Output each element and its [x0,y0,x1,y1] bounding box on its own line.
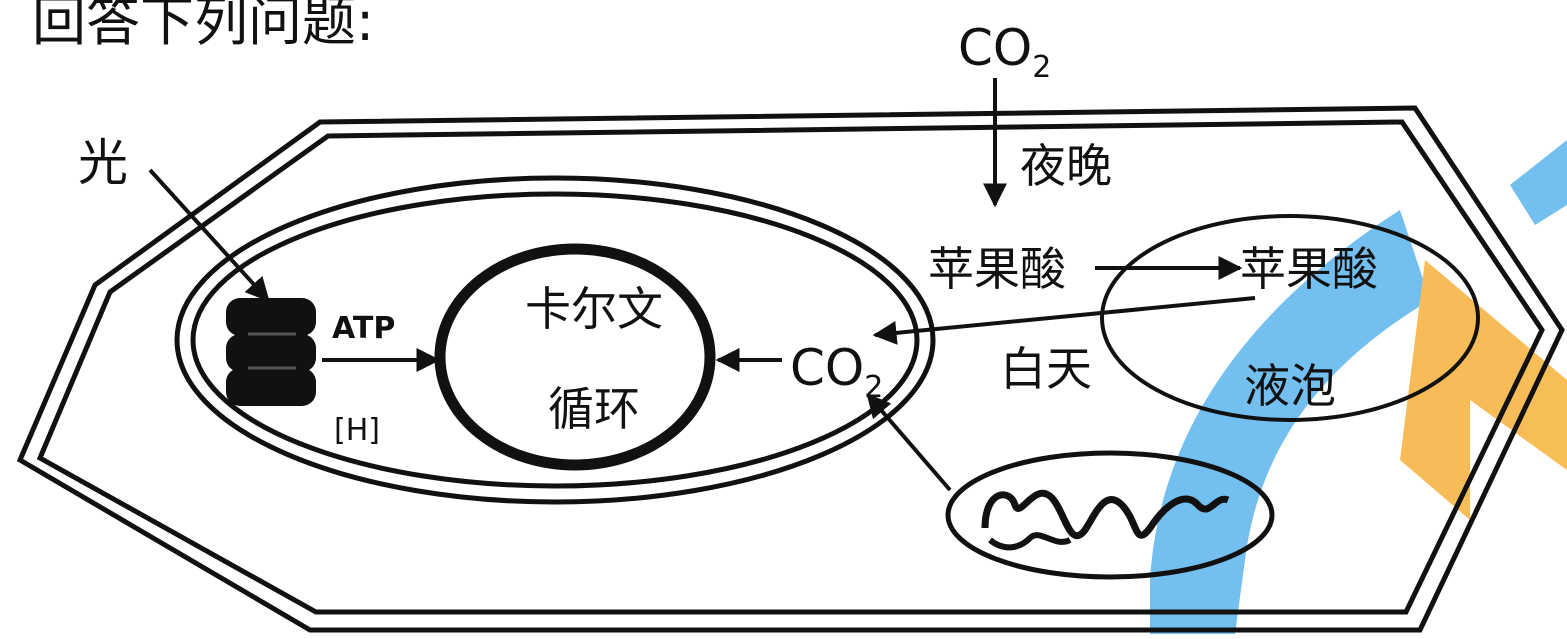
cell-wall [16,105,1565,633]
malate-vacuole-label: 苹果酸 [1240,242,1378,296]
calvin-cycle-label-2: 循环 [548,382,640,436]
watermark-blue-corner [1510,140,1567,225]
mitochondrion [945,450,1275,580]
co2-atmosphere: CO2 [958,19,1051,85]
light-label: 光 [78,134,128,192]
thylakoid-stack [226,298,316,406]
atp-label: ATP [332,311,395,346]
question-heading: 回答下列问题: [32,0,374,53]
light-arrow [148,168,270,302]
svg-text:CO2: CO2 [958,19,1051,85]
calvin-cycle-label-1: 卡尔文 [525,282,663,336]
watermark-logo [1150,140,1567,634]
chloroplast [174,175,936,505]
night-label: 夜晚 [1020,139,1112,193]
mitochondria-co2-arrow [866,393,952,492]
nadph-label: [H] [334,413,380,448]
vacuole-label: 液泡 [1244,359,1336,413]
watermark-orange-chevron [1400,260,1567,520]
vacuole [1100,214,1480,422]
malate-cytosol-label: 苹果酸 [928,242,1066,296]
malate-day-arrow [872,296,1256,345]
day-label: 白天 [1000,342,1092,396]
